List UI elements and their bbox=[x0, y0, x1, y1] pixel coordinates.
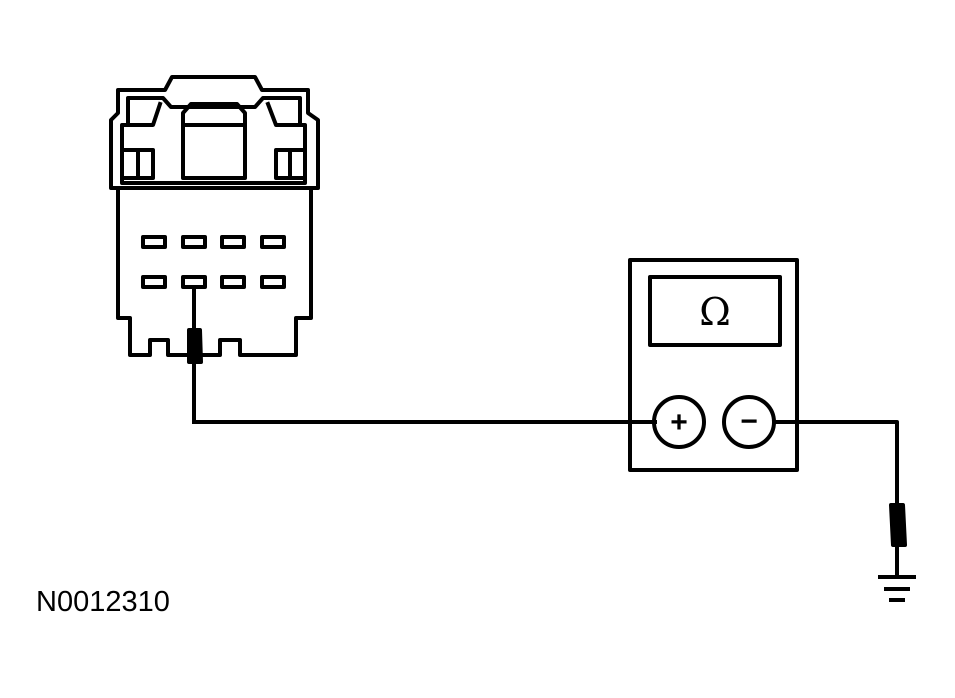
probe-icon bbox=[187, 285, 203, 424]
ground-probe-icon bbox=[889, 503, 907, 579]
positive-terminal-label: + bbox=[670, 406, 688, 439]
ground-icon bbox=[878, 575, 916, 602]
connector-icon bbox=[109, 75, 320, 357]
negative-terminal-label: − bbox=[740, 405, 758, 438]
meter-display bbox=[648, 275, 782, 347]
figure-reference-code: N0012310 bbox=[36, 586, 170, 618]
wire-negative bbox=[772, 420, 899, 507]
ohm-symbol: Ω bbox=[699, 290, 731, 334]
positive-terminal bbox=[652, 395, 706, 449]
